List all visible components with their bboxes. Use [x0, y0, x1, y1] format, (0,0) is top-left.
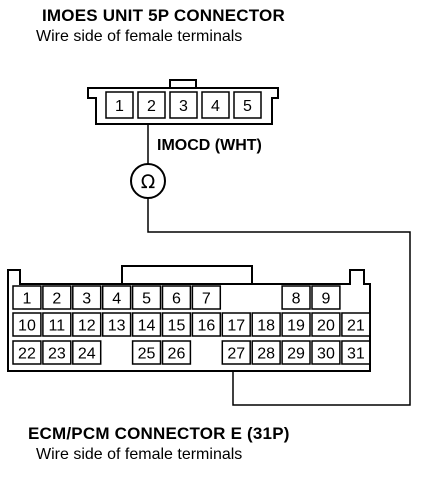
- bottom-pin-27: 27: [227, 346, 245, 363]
- bottom-pin-23-cell: [42, 340, 72, 365]
- bottom-pin-16-cell: [191, 312, 222, 337]
- bottom-pin-6-cell: [161, 285, 192, 310]
- bottom-pin-20: 20: [317, 318, 335, 335]
- top-pin-5-cell: [233, 91, 262, 119]
- top-connector-subtitle: Wire side of female terminals: [36, 28, 243, 45]
- bottom-pin-24: 24: [78, 346, 96, 363]
- bottom-pin-22-cell: [12, 340, 42, 365]
- bottom-pin-22: 22: [18, 346, 36, 363]
- bottom-pin-12-cell: [72, 312, 102, 337]
- top-pin-4: 4: [211, 98, 220, 115]
- bottom-pin-16: 16: [197, 318, 215, 335]
- bottom-pin-18: 18: [257, 318, 275, 335]
- bottom-pin-11-cell: [42, 312, 72, 337]
- bottom-pin-4-cell: [101, 285, 132, 310]
- bottom-pin-10: 10: [18, 318, 36, 335]
- bottom-pin-14-cell: [131, 312, 162, 337]
- bottom-pin-20-cell: [311, 312, 341, 337]
- top-pin-row: 1 2 3 4 5: [105, 91, 262, 119]
- ohmmeter-symbol: Ω: [130, 163, 166, 199]
- bottom-pin-29: 29: [287, 346, 305, 363]
- bottom-pin-26-cell: [161, 340, 192, 365]
- bottom-pin-3: 3: [82, 291, 91, 308]
- bottom-pin-5: 5: [142, 291, 151, 308]
- bottom-pin-12: 12: [78, 318, 96, 335]
- bottom-pin-25: 25: [138, 346, 156, 363]
- bottom-pin-28: 28: [257, 346, 275, 363]
- top-pin-3: 3: [179, 98, 188, 115]
- bottom-pin-9: 9: [321, 291, 330, 308]
- bottom-pin-30-cell: [311, 340, 341, 365]
- bottom-pin-8-cell: [281, 285, 311, 310]
- bottom-pin-7-cell: [191, 285, 222, 310]
- bottom-pin-29-cell: [281, 340, 311, 365]
- bottom-connector-subtitle: Wire side of female terminals: [36, 446, 243, 463]
- bottom-pin-15-cell: [161, 312, 192, 337]
- bottom-pin-17-cell: [221, 312, 251, 337]
- bottom-pin-9-cell: [311, 285, 341, 310]
- bottom-pin-15: 15: [168, 318, 186, 335]
- test-wiring: [147, 124, 411, 406]
- bottom-pin-18-cell: [251, 312, 281, 337]
- bottom-pin-21: 21: [347, 318, 365, 335]
- bottom-pin-19: 19: [287, 318, 305, 335]
- bottom-pin-14: 14: [138, 318, 156, 335]
- bottom-pin-23: 23: [48, 346, 66, 363]
- bottom-pin-28-cell: [251, 340, 281, 365]
- top-pin-1-cell: [105, 91, 134, 119]
- bottom-pin-2: 2: [52, 291, 61, 308]
- top-pin-5: 5: [243, 98, 252, 115]
- bottom-pin-27-cell: [221, 340, 251, 365]
- top-pin-3-cell: [169, 91, 198, 119]
- bottom-pin-4: 4: [112, 291, 121, 308]
- bottom-pin-5-cell: [131, 285, 162, 310]
- bottom-pin-31-cell: [341, 340, 371, 365]
- bottom-pin-13: 13: [108, 318, 126, 335]
- bottom-pin-26: 26: [168, 346, 186, 363]
- bottom-pin-8: 8: [292, 291, 301, 308]
- bottom-pin-30: 30: [317, 346, 335, 363]
- bottom-pin-31: 31: [347, 346, 365, 363]
- bottom-pin-11: 11: [49, 318, 66, 335]
- wire-label-imocd: IMOCD (WHT): [157, 137, 262, 154]
- bottom-pin-13-cell: [101, 312, 132, 337]
- bottom-pin-6: 6: [172, 291, 181, 308]
- bottom-pin-21-cell: [341, 312, 371, 337]
- bottom-pin-24-cell: [72, 340, 102, 365]
- top-pin-2-cell: [137, 91, 166, 119]
- top-pin-4-cell: [201, 91, 230, 119]
- bottom-connector-title: ECM/PCM CONNECTOR E (31P): [28, 424, 290, 443]
- bottom-pin-7: 7: [202, 291, 211, 308]
- top-pin-2: 2: [147, 98, 156, 115]
- bottom-pin-2-cell: [42, 285, 72, 310]
- bottom-pin-10-cell: [12, 312, 42, 337]
- top-pin-1: 1: [115, 98, 124, 115]
- top-connector-title: IMOES UNIT 5P CONNECTOR: [42, 6, 285, 25]
- bottom-pin-17: 17: [227, 318, 245, 335]
- bottom-pin-1-cell: [12, 285, 42, 310]
- bottom-pin-25-cell: [131, 340, 162, 365]
- bottom-pin-19-cell: [281, 312, 311, 337]
- bottom-pin-3-cell: [72, 285, 102, 310]
- bottom-pin-1: 1: [22, 291, 31, 308]
- ohm-icon: Ω: [141, 171, 156, 193]
